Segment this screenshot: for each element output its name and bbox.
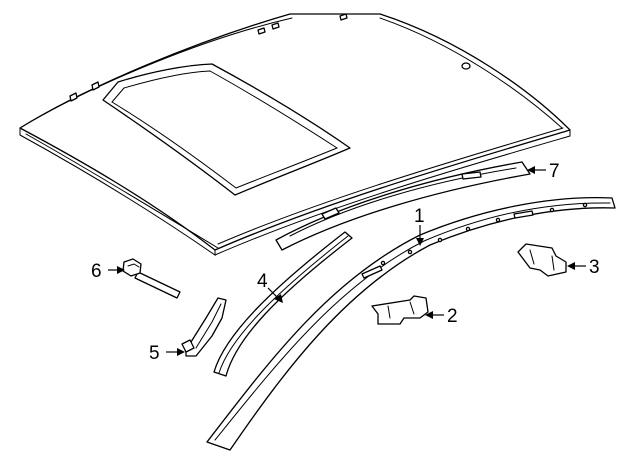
callout-5: 5 (149, 343, 160, 364)
part-1-roof-rail (206, 196, 616, 451)
part-5-bracket (181, 297, 227, 357)
callout-7: 7 (549, 161, 560, 182)
callout-1: 1 (414, 206, 425, 227)
leader-lines (108, 166, 586, 356)
callout-4: 4 (257, 271, 268, 292)
part-4-weatherstrip (213, 231, 353, 377)
part-7-moulding (275, 161, 531, 251)
callout-3: 3 (589, 257, 600, 278)
roof-panel (19, 13, 571, 256)
part-6-bolt (122, 258, 181, 299)
callout-2: 2 (447, 306, 458, 327)
part-3-bracket (517, 243, 567, 277)
callout-6: 6 (91, 261, 102, 282)
part-2-bracket (371, 295, 429, 325)
